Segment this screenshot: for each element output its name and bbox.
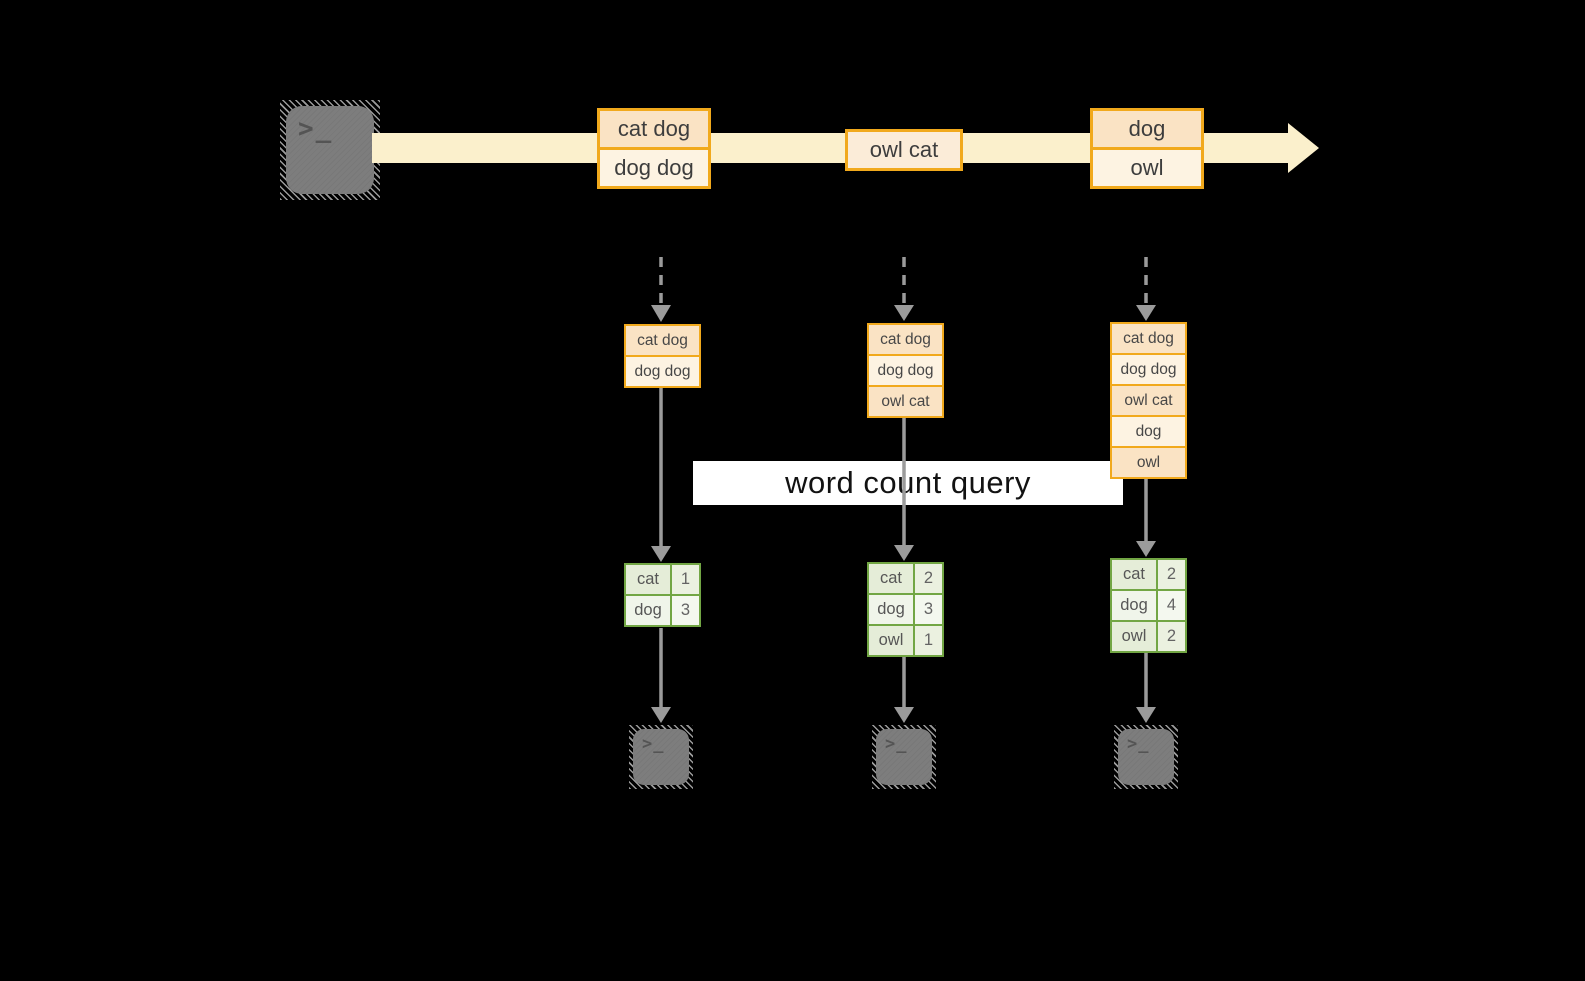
batch-record: dog dog bbox=[600, 150, 708, 186]
table-row: dog 4 bbox=[1112, 591, 1185, 620]
terminal-icon-body: >_ bbox=[1118, 729, 1174, 785]
record-cell: dog dog bbox=[626, 357, 699, 386]
count-cell: 4 bbox=[1158, 591, 1185, 620]
count-cell: 1 bbox=[915, 626, 942, 655]
word-cell: owl bbox=[869, 626, 913, 655]
terminal-prompt-icon: >_ bbox=[642, 734, 665, 754]
batch-record: owl bbox=[1093, 150, 1201, 186]
table-row: owl 1 bbox=[869, 626, 942, 655]
sink-terminal-icon-2: >_ bbox=[872, 725, 936, 789]
terminal-icon-body: >_ bbox=[286, 106, 374, 194]
query-label-box: word count query bbox=[693, 461, 1123, 505]
ingest-arrow-3 bbox=[1136, 257, 1156, 321]
batch-record: cat dog bbox=[600, 111, 708, 147]
count-cell: 2 bbox=[1158, 622, 1185, 651]
record-cell: dog bbox=[1112, 417, 1185, 446]
ingest-arrow-2 bbox=[894, 257, 914, 321]
table-row: dog 3 bbox=[869, 595, 942, 624]
word-count-table-1: cat 1 dog 3 bbox=[624, 563, 701, 627]
batch-record: dog bbox=[1093, 111, 1201, 147]
table-row: cat 2 bbox=[869, 564, 942, 593]
query-arrow-3 bbox=[1136, 479, 1156, 557]
query-arrow-1 bbox=[651, 388, 671, 562]
terminal-prompt-icon: >_ bbox=[1127, 734, 1150, 754]
word-cell: dog bbox=[1112, 591, 1156, 620]
word-cell: dog bbox=[626, 596, 670, 625]
table-row: dog 3 bbox=[626, 596, 699, 625]
table-row: owl 2 bbox=[1112, 622, 1185, 651]
sink-terminal-icon-1: >_ bbox=[629, 725, 693, 789]
word-count-table-3: cat 2 dog 4 owl 2 bbox=[1110, 558, 1187, 653]
output-arrow-2 bbox=[894, 657, 914, 723]
table-row: cat 1 bbox=[626, 565, 699, 594]
terminal-prompt-icon: >_ bbox=[885, 734, 908, 754]
batch-record: owl cat bbox=[848, 132, 960, 168]
record-cell: cat dog bbox=[869, 325, 942, 354]
received-records-stack-1: cat dog dog dog bbox=[624, 324, 701, 388]
table-row: cat 2 bbox=[1112, 560, 1185, 589]
count-cell: 3 bbox=[672, 596, 699, 625]
stream-arrowhead-icon bbox=[1288, 123, 1319, 173]
output-arrow-3 bbox=[1136, 653, 1156, 723]
output-arrow-1 bbox=[651, 628, 671, 723]
record-cell: cat dog bbox=[1112, 324, 1185, 353]
terminal-icon-body: >_ bbox=[876, 729, 932, 785]
count-cell: 1 bbox=[672, 565, 699, 594]
word-cell: dog bbox=[869, 595, 913, 624]
word-cell: cat bbox=[869, 564, 913, 593]
stream-batch-3: dog owl bbox=[1090, 108, 1204, 189]
terminal-prompt-icon: >_ bbox=[298, 114, 334, 144]
word-cell: cat bbox=[626, 565, 670, 594]
record-cell: owl cat bbox=[869, 387, 942, 416]
word-cell: owl bbox=[1112, 622, 1156, 651]
record-cell: owl cat bbox=[1112, 386, 1185, 415]
stream-source-terminal-icon: >_ bbox=[280, 100, 380, 200]
stream-batch-1: cat dog dog dog bbox=[597, 108, 711, 189]
stream-batch-2: owl cat bbox=[845, 129, 963, 171]
record-cell: owl bbox=[1112, 448, 1185, 477]
record-cell: dog dog bbox=[1112, 355, 1185, 384]
count-cell: 2 bbox=[1158, 560, 1185, 589]
received-records-stack-3: cat dog dog dog owl cat dog owl bbox=[1110, 322, 1187, 479]
received-records-stack-2: cat dog dog dog owl cat bbox=[867, 323, 944, 418]
ingest-arrow-1 bbox=[651, 257, 671, 322]
terminal-icon-body: >_ bbox=[633, 729, 689, 785]
sink-terminal-icon-3: >_ bbox=[1114, 725, 1178, 789]
word-cell: cat bbox=[1112, 560, 1156, 589]
record-cell: dog dog bbox=[869, 356, 942, 385]
query-label: word count query bbox=[785, 465, 1031, 500]
count-cell: 2 bbox=[915, 564, 942, 593]
record-cell: cat dog bbox=[626, 326, 699, 355]
word-count-table-2: cat 2 dog 3 owl 1 bbox=[867, 562, 944, 657]
count-cell: 3 bbox=[915, 595, 942, 624]
